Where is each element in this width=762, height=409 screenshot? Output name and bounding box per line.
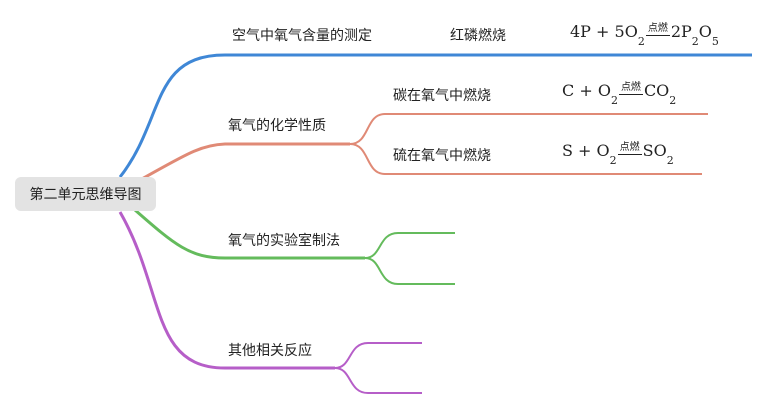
edge-branch-2-to-child-2	[349, 143, 702, 175]
edge-branch-3-to-child-1	[364, 232, 455, 259]
edge-branch-4-to-child-2	[334, 367, 422, 394]
branch-node-oxygen-properties[interactable]: 氧气的化学性质	[228, 118, 326, 134]
branch-node-oxygen-preparation[interactable]: 氧气的实验室制法	[228, 233, 340, 249]
edge-root-to-branch-4	[118, 211, 335, 370]
reaction-condition-arrow: 点燃	[645, 23, 670, 36]
reaction-condition-arrow: 点燃	[617, 142, 642, 155]
edge-branch-4-to-child-1	[334, 342, 422, 369]
edge-root-to-branch-1	[118, 53, 752, 178]
branch-node-other-reactions[interactable]: 其他相关反应	[228, 343, 312, 359]
edge-branch-3-to-child-2	[364, 257, 455, 285]
root-node-label: 第二单元思维导图	[29, 187, 142, 203]
child-node-carbon-burning[interactable]: 碳在氧气中燃烧	[393, 88, 491, 104]
root-node[interactable]: 第二单元思维导图	[15, 177, 156, 211]
edge-root-to-branch-2	[139, 142, 350, 182]
edge-root-to-branch-3	[134, 208, 365, 260]
edge-branch-2-to-child-1	[349, 113, 708, 145]
branch-node-oxygen-content[interactable]: 空气中氧气含量的测定	[232, 28, 372, 44]
reaction-condition-arrow: 点燃	[618, 82, 643, 95]
child-node-sulfur-burning[interactable]: 硫在氧气中燃烧	[393, 148, 491, 164]
child-node-red-phosphorus[interactable]: 红磷燃烧	[450, 28, 506, 44]
